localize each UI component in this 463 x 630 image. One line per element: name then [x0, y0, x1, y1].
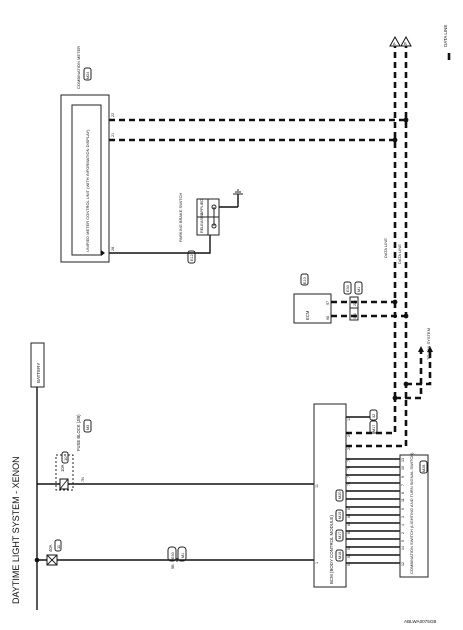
ecm-connector: E10 [303, 277, 307, 284]
bcm-pin-1: 1 [315, 562, 319, 564]
bcm-pin-75: 75 [347, 458, 351, 462]
ecm-harness-b: M1 [357, 287, 361, 292]
combination-switch-pin-6: 6 [401, 508, 405, 510]
fuse-block: 10A 10 FUSE BLOCK (J/B) M3 7N [55, 414, 92, 491]
harness-connector-pin: 9B [171, 564, 175, 569]
combination-switch-title: COMBINATION SWITCH (LIGHTING AND TURN SI… [409, 452, 414, 574]
combination-switch-pin-8: 8 [401, 492, 405, 494]
combination-switch-pin-10: 10 [401, 466, 405, 470]
combination-switch-pin-4: 4 [401, 524, 405, 526]
combination-switch-pin-9: 9 [401, 476, 405, 478]
meter-pin-21: 21 [111, 133, 115, 137]
page-title: DAYTIME LIGHT SYSTEM - XENON [11, 456, 21, 604]
combination-switch-pin-2: 2 [401, 532, 405, 534]
bcm-pin-52: 52 [347, 554, 351, 558]
data-line-bcm-29 [346, 398, 397, 435]
harness-connector-a: E30 [171, 552, 175, 559]
meter-pin-28: 28 [111, 247, 115, 251]
bcm-pin-65: 65 [347, 522, 351, 526]
bcm-right-pins: 13 29 28 32 M17 [346, 409, 378, 450]
combination-meter: UNIFIED METER CONTROL UNIT (WITH INFORMA… [60, 46, 115, 263]
data-line-to-lan-b [406, 352, 432, 386]
data-line-label-b: DATA LINE [397, 244, 402, 264]
bcm-pin-28: 28 [347, 446, 351, 450]
bcm-pin-53: 53 [347, 546, 351, 550]
bcm-pin-77: 77 [347, 474, 351, 478]
legend: DATA LINE [443, 25, 451, 60]
bcm-conn-m17: M17 [338, 532, 342, 539]
to-lan-label: TO LAN SYSTEM [426, 328, 431, 360]
combination-switch-pin-13: 13 [401, 458, 405, 462]
combination-switch: COMBINATION SWITCH (LIGHTING AND TURN SI… [399, 452, 429, 578]
parking-brake-title: PARKING BRAKE SWITCH [178, 193, 183, 242]
battery: BATTERY [30, 342, 45, 388]
ecm: ECM E10 97 98 [293, 273, 332, 324]
combination-switch-connector: M28 [422, 465, 426, 472]
fusible-link-num: 11 [56, 544, 61, 549]
harness-connector: E30 M1 9B [167, 546, 187, 569]
bcm-switch-wires [346, 458, 400, 564]
diagram-code: ABLWA0075GB [404, 619, 436, 624]
bcm-m17-conn: M17 [372, 425, 376, 432]
meter-unit-label: UNIFIED METER CONTROL UNIT (WITH INFORMA… [85, 129, 90, 252]
parking-brake-state-applied: APPLIED [200, 199, 204, 215]
parking-brake-state-released: RELEASED [200, 212, 204, 233]
fuse-block-pin: 7N [81, 477, 85, 482]
fuse-block-title: FUSE BLOCK (J/B) [76, 414, 81, 451]
bcm-conn-m19: M19 [338, 512, 342, 519]
bcm-title: BCM (BODY CONTROL MODULE) [329, 515, 334, 584]
ecm-title: ECM [305, 310, 310, 320]
bcm-pin-67: 67 [347, 506, 351, 510]
bcm-conn-m20: M20 [338, 492, 342, 499]
ecm-harness: E30 M1 220 316 [343, 281, 363, 321]
meter-title: COMBINATION METER [76, 46, 81, 89]
meter-pin-22: 22 [111, 113, 115, 117]
parking-brake-switch: RELEASED APPLIED PARKING BRAKE SWITCH E1… [178, 189, 243, 264]
fuse-num: 10 [63, 456, 68, 461]
bcm-m17-pin: 32 [372, 414, 376, 418]
bcm-pin-13: 13 [347, 417, 351, 421]
ecm-harness-pin-b: 316 [353, 313, 357, 319]
fusible-link: 40A 11 [46, 539, 62, 566]
bcm-conn-m18: M18 [338, 552, 342, 559]
combination-switch-pin-12: 12 [401, 562, 405, 566]
bcm-pin-78: 78 [347, 482, 351, 486]
bcm-pin-66: 66 [347, 514, 351, 518]
bcm-right-pin-numbers: 75 76 77 78 67 66 65 64 53 52 51 [347, 458, 351, 566]
ecm-harness-a: E30 [346, 285, 350, 292]
combination-switch-pin-14: 14 [401, 546, 405, 550]
wire-meter-to-parking-brake [109, 235, 211, 254]
bcm-pin-64: 64 [347, 530, 351, 534]
svg-text:B: B [404, 41, 407, 46]
harness-connector-b: M1 [181, 553, 185, 558]
bcm-pin-51: 51 [347, 562, 351, 566]
ecm-pin-98: 98 [326, 316, 330, 320]
terminal-a: A [389, 35, 401, 47]
bcm-pin-11: 11 [315, 484, 319, 488]
combination-switch-pin-3: 3 [401, 516, 405, 518]
ecm-pin-97: 97 [326, 301, 330, 305]
terminal-b: B [400, 35, 412, 47]
ecm-harness-pin-a: 220 [353, 300, 357, 306]
data-line-bcm-28 [346, 398, 408, 448]
battery-label: BATTERY [36, 363, 41, 383]
data-line-to-lan-a [395, 352, 423, 400]
bcm-pin-76: 76 [347, 466, 351, 470]
combination-switch-pin-7: 7 [401, 484, 405, 486]
fuse-amp: 10A [60, 464, 65, 472]
combination-switch-pin-5: 5 [401, 540, 405, 542]
bcm: BCM (BODY CONTROL MODULE) M18 M17 M19 M2… [313, 403, 347, 588]
meter-connector: M24 [86, 72, 90, 79]
fuse-block-connector: M3 [86, 425, 90, 430]
parking-brake-connector: E12 [190, 254, 194, 261]
fusible-link-amp: 40A [48, 544, 53, 552]
legend-label: DATA LINE [443, 25, 448, 47]
bcm-pin-29: 29 [347, 433, 351, 437]
combination-switch-pins: 13 10 9 7 8 11 6 3 4 2 5 14 12 [401, 458, 405, 566]
combination-switch-pin-11: 11 [401, 498, 405, 502]
svg-text:A: A [393, 41, 396, 46]
data-line-label-a: DATA LINE [383, 238, 388, 258]
